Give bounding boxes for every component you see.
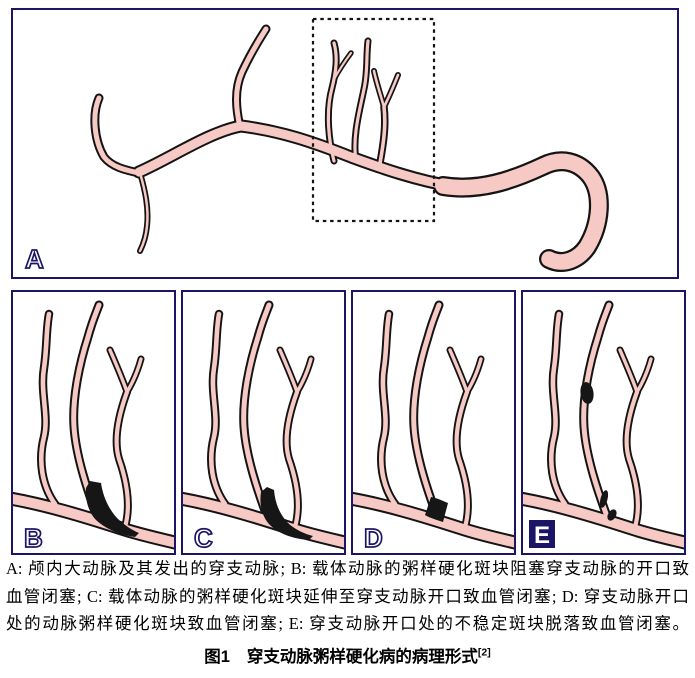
- panel-c-label: C: [194, 523, 213, 553]
- figure-title: 图1 穿支动脉粥样硬化病的病理形式[2]: [0, 643, 695, 667]
- plaque-extending-into-branch: [260, 487, 313, 540]
- panel-e-label: E: [534, 522, 550, 549]
- figure-number: 图1: [204, 648, 230, 666]
- vessel-tree-drawing: [523, 305, 684, 544]
- unstable-plaque-fragment: [607, 509, 617, 521]
- panel-a-vessel-diagram: A: [24, 17, 609, 275]
- panel-d-label: D: [364, 523, 383, 553]
- caption-line-1: A: 颅内大动脉及其发出的穿支动脉; B: 载体动脉的粥样硬化斑块阻塞穿支动脉的…: [6, 559, 689, 578]
- intracranial-artery-drawing: [90, 24, 609, 272]
- caption-line-2: 血管闭塞; C: 载体动脉的粥样硬化斑块延伸至穿支动脉开口致血管闭塞; D: 穿…: [6, 586, 689, 606]
- plaque-at-branch-opening: [425, 497, 448, 522]
- dotted-roi-box: [311, 17, 436, 223]
- figure-citation: [2]: [477, 646, 491, 659]
- figure-caption: A: 颅内大动脉及其发出的穿支动脉; B: 载体动脉的粥样硬化斑块阻塞穿支动脉的…: [6, 555, 689, 638]
- plaque-ostium-occlusion: [85, 481, 139, 537]
- panel-b: B: [11, 290, 176, 555]
- panel-d: D: [351, 290, 516, 555]
- embolized-plaque-fragment: [580, 382, 594, 404]
- panel-a-label: A: [25, 244, 44, 274]
- figure-title-text: 穿支动脉粥样硬化病的病理形式: [246, 648, 478, 666]
- caption-line-3: 处的动脉粥样硬化斑块致血管闭塞; E: 穿支动脉开口处的不稳定斑块脱落致血管闭塞…: [6, 614, 689, 633]
- panel-e-label-box: [529, 520, 555, 548]
- panel-b-label: B: [24, 523, 43, 553]
- panel-a: A: [11, 8, 679, 279]
- unstable-plaque-fragment: [599, 490, 609, 508]
- panel-e: E: [521, 290, 686, 555]
- panel-c: C: [181, 290, 346, 555]
